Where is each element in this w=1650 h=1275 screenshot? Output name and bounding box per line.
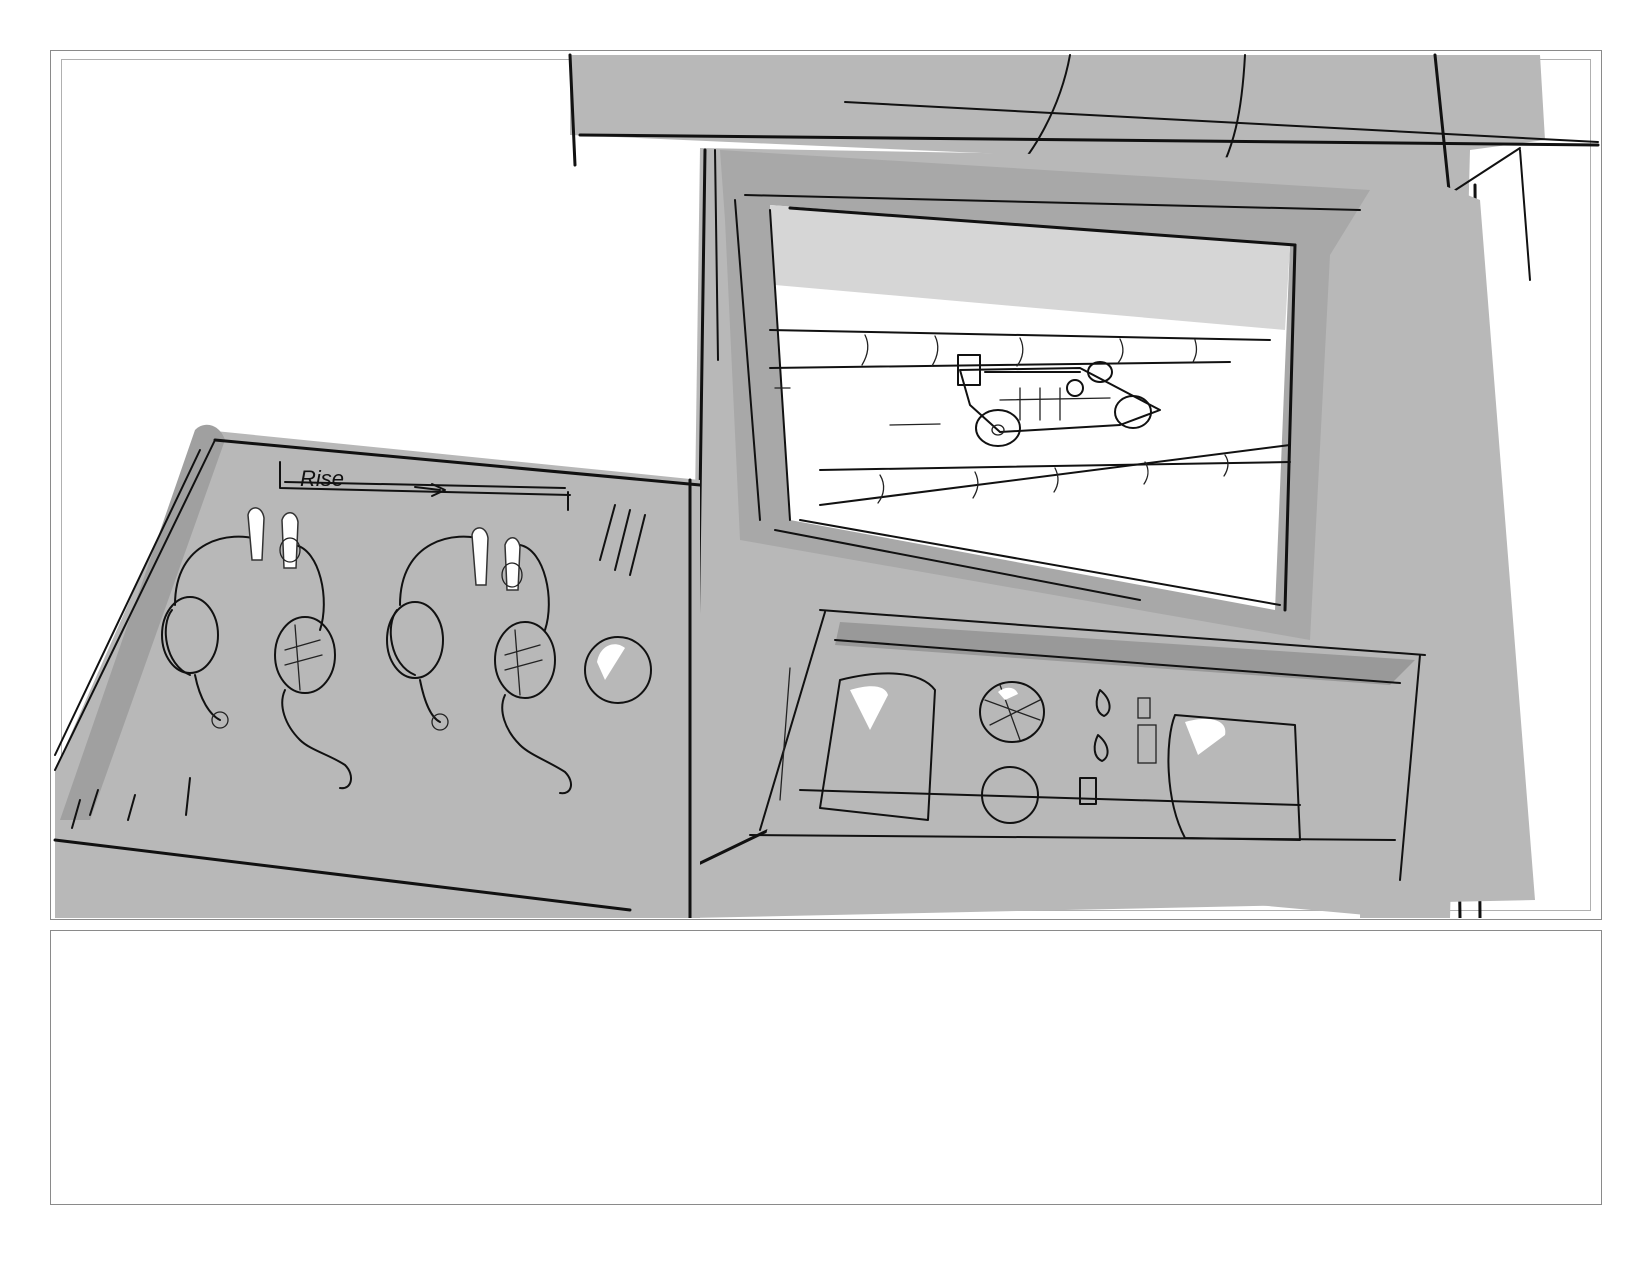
race-car-icon <box>957 354 1161 447</box>
console-label: Rise <box>300 466 344 491</box>
joystick-icon <box>979 681 1045 824</box>
storyboard-panel-2 <box>50 930 1602 1205</box>
headphones-icon-2 <box>386 527 572 795</box>
headset-console <box>53 424 702 918</box>
control-deck <box>749 609 1426 918</box>
game-screen <box>769 205 1297 612</box>
headphones-icon <box>161 507 352 790</box>
knob-icon <box>584 636 652 704</box>
toggle-switch-icon <box>1079 689 1157 805</box>
